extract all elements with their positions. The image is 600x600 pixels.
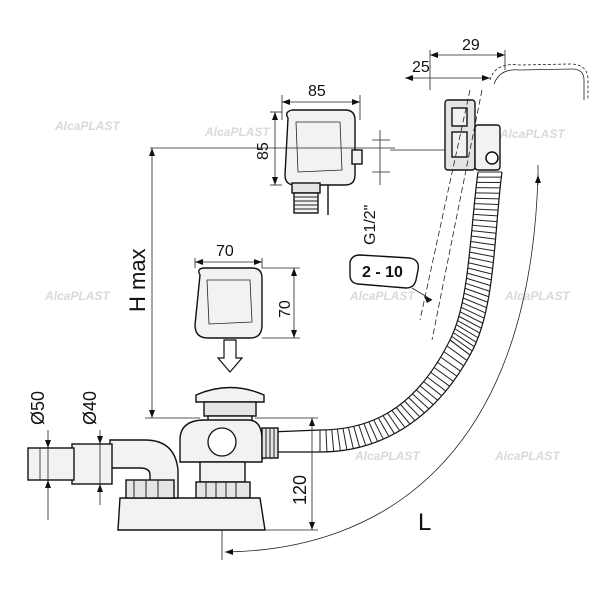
- drain-plug-cap: 70 70: [194, 243, 300, 373]
- hose-rib: [466, 277, 491, 287]
- hose-rib: [426, 376, 447, 392]
- hose-rib: [433, 367, 454, 382]
- down-arrow-icon: [216, 339, 244, 373]
- hose-rib: [467, 272, 492, 281]
- watermark: AlcaPLAST: [44, 289, 111, 303]
- hose-rib: [462, 297, 487, 309]
- hose-rib: [464, 287, 489, 298]
- hose-rib: [377, 417, 390, 437]
- watermark: AlcaPLAST: [204, 125, 271, 139]
- hose-rib: [451, 335, 473, 352]
- hose-rib: [459, 311, 484, 324]
- dim-25-label: 25: [412, 59, 430, 76]
- g-thread-label: G1/2": [362, 205, 379, 245]
- hose-rib: [342, 428, 348, 450]
- hose-rib: [415, 389, 434, 405]
- hose-rib: [467, 267, 493, 275]
- hose-rib: [461, 302, 486, 314]
- dim-29-label: 29: [462, 37, 480, 54]
- dim-120-label: 120: [290, 475, 310, 505]
- hose-rib: [457, 320, 481, 334]
- hose-rib: [358, 424, 367, 446]
- hose-rib: [373, 419, 384, 440]
- hose-rib: [331, 429, 335, 452]
- watermark: AlcaPLAST: [354, 449, 421, 463]
- waste-assembly: [27, 386, 279, 531]
- hose-rib: [419, 385, 438, 401]
- hose-rib: [382, 415, 395, 434]
- overflow-head-unit: [390, 89, 501, 341]
- hose-rib: [474, 203, 499, 205]
- hose-rib: [474, 197, 500, 200]
- hose-rib: [449, 339, 471, 356]
- hose-rib: [470, 240, 496, 246]
- watermark: AlcaPLAST: [499, 127, 566, 141]
- dim-85-width-label: 85: [308, 83, 326, 100]
- watermark: AlcaPLAST: [349, 289, 416, 303]
- hose-rib: [368, 421, 379, 442]
- dimension-l: L: [221, 165, 541, 560]
- hose-rib: [446, 345, 468, 361]
- hose-rib: [400, 404, 416, 421]
- hose-rib: [336, 429, 341, 451]
- hose-rib: [404, 400, 421, 418]
- dim-70-height-label: 70: [277, 300, 294, 318]
- hose-rib: [460, 306, 485, 319]
- hose-rib: [347, 427, 354, 449]
- hose-rib: [440, 356, 461, 372]
- dim-85-height-label: 85: [255, 142, 272, 160]
- hose-rib: [458, 315, 482, 329]
- range-label: 2 - 10: [362, 264, 403, 281]
- watermark: AlcaPLAST: [54, 119, 121, 133]
- hose-rib: [408, 397, 425, 414]
- dimension-29-25: 29 25: [405, 37, 589, 100]
- hose-rib: [468, 262, 493, 269]
- overflow-hose: [269, 171, 503, 453]
- hose-rib: [456, 324, 479, 339]
- hose-rib: [469, 256, 494, 264]
- watermark: AlcaPLAST: [494, 449, 561, 463]
- hose-rib: [454, 328, 477, 343]
- d40-label: Ø40: [80, 391, 100, 425]
- hose-rib: [471, 230, 497, 234]
- dim-70-width-label: 70: [216, 243, 234, 260]
- hose-rib: [363, 423, 373, 444]
- dimension-h-max: H max: [125, 147, 395, 419]
- hose-rib: [387, 412, 401, 431]
- hose-rib: [325, 429, 328, 452]
- h-max-label: H max: [125, 248, 150, 312]
- hose-rib: [465, 282, 490, 292]
- hose-rib: [470, 246, 495, 252]
- hose-rib: [471, 235, 496, 240]
- l-label: L: [418, 509, 431, 536]
- overflow-control-knob: 85 85 G1/2": [255, 83, 390, 245]
- hose-rib: [473, 208, 499, 211]
- range-badge: 2 - 10: [349, 254, 433, 303]
- hose-rib: [430, 371, 450, 387]
- hose-rib: [469, 251, 495, 258]
- hose-rib: [463, 292, 488, 303]
- d50-label: Ø50: [28, 391, 48, 425]
- hose-rib: [395, 407, 411, 425]
- hose-rib: [412, 393, 430, 410]
- hose-rib: [423, 381, 443, 397]
- hose-rib: [453, 332, 475, 348]
- dimension-120: 120: [255, 417, 318, 531]
- hose-rib: [473, 213, 498, 217]
- watermark: AlcaPLAST: [504, 289, 571, 303]
- hose-rib: [437, 361, 458, 377]
- hose-rib: [472, 219, 498, 223]
- hose-rib: [353, 426, 361, 448]
- diameter-dims: Ø50 Ø40: [28, 391, 103, 520]
- hose-rib: [443, 351, 465, 367]
- hose-rib: [472, 224, 497, 228]
- knob-thread: [293, 192, 319, 214]
- hose-rib: [391, 410, 406, 428]
